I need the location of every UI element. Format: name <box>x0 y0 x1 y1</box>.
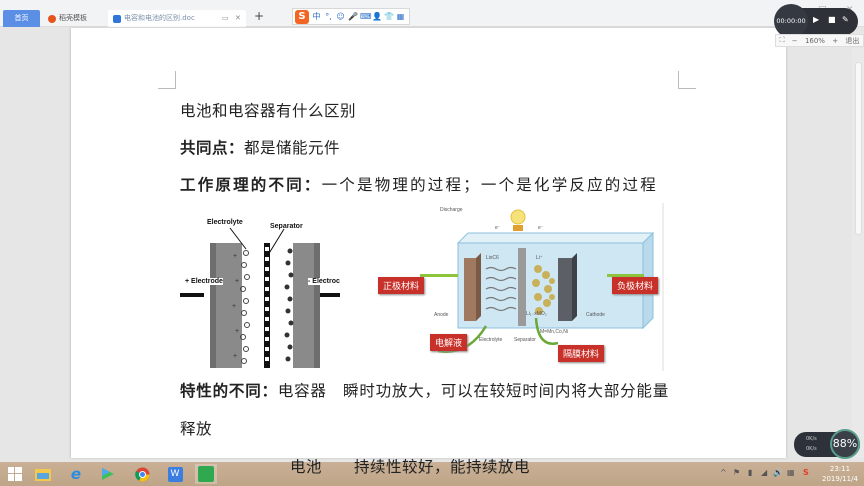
svg-text:+: + <box>233 253 237 260</box>
docer-icon <box>48 14 56 23</box>
video-player-icon[interactable] <box>97 464 119 484</box>
ie-icon[interactable]: e <box>70 465 82 483</box>
svg-text:+: + <box>235 328 239 335</box>
lithium-battery-diagram: Discharge e⁻ e⁻ LixC6 Li⁺ Anode Li₁₋xMO₂… <box>368 203 664 371</box>
label-li-ion: Li⁺ <box>536 255 543 261</box>
upload-speed: 0K/s <box>806 436 817 442</box>
clock-date: 2019/11/4 <box>822 475 858 483</box>
system-clock[interactable]: 23:11 2019/11/4 <box>822 464 858 484</box>
zoom-level[interactable]: 160% <box>804 36 825 45</box>
download-speed: 0K/s <box>806 446 817 452</box>
zoom-control: ⛶ − 160% + 退出 <box>775 34 864 47</box>
exit-button[interactable]: 退出 <box>845 36 860 45</box>
green-app-icon[interactable] <box>195 464 217 484</box>
ime-voice-icon[interactable]: 🎤 <box>348 12 358 21</box>
label-electrolyte: Electrolyte <box>207 219 243 226</box>
zoom-out-button[interactable]: − <box>791 36 798 45</box>
tab-label: 电容和电池的区别.doc <box>124 14 195 22</box>
stop-icon[interactable]: ■ <box>828 15 836 24</box>
label-electron-right: e⁻ <box>538 225 544 231</box>
label-discharge: Discharge <box>440 207 463 213</box>
label-electrolyte: Electrolyte <box>479 337 503 343</box>
tag-negative-material: 负极材料 <box>612 277 659 294</box>
doc-common-line: 共同点：都是储能元件 <box>180 136 340 158</box>
ime-skin-icon[interactable]: 👕 <box>384 12 394 21</box>
property-text: 电容器 瞬时功放大，可以在较短时间内将大部分能量 <box>277 382 670 400</box>
label-lixc6: LixC6 <box>486 255 499 261</box>
common-label: 共同点： <box>180 139 245 157</box>
label-cathode: Cathode <box>586 312 605 318</box>
doc-property-line: 特性的不同：电容器 瞬时功放大，可以在较短时间内将大部分能量 <box>180 379 669 401</box>
recorder-timer: 00:00:00 <box>774 4 808 38</box>
sogou-tray-icon[interactable]: S <box>803 468 809 477</box>
tab-bar: 首页 稻壳模板 电容和电池的区别.doc ▭ ✕ + S 中 °, ☺ 🎤 ⌨ … <box>0 0 864 27</box>
label-negative-electrode: - Electroc <box>308 278 340 285</box>
doc-battery-line: 电池 持续性较好，能持续放电 <box>290 458 531 476</box>
tray-app-icon[interactable]: ▦ <box>787 468 795 477</box>
property-label: 特性的不同： <box>180 382 278 400</box>
tab-label: 稻壳模板 <box>59 14 87 22</box>
sogou-logo-icon[interactable]: S <box>295 9 309 24</box>
label-m-formula: M=Mn,Co,Ni <box>540 329 568 335</box>
battery-icon[interactable]: ▮ <box>748 468 753 477</box>
label-anode: Anode <box>434 312 449 318</box>
capacitor-diagram: +++++ Electrolyte Separator + Electrode … <box>180 213 340 370</box>
svg-text:+: + <box>233 353 237 360</box>
network-icon[interactable]: ◢ <box>761 468 768 477</box>
label-limo2: Li₁₋xMO₂ <box>526 311 547 317</box>
margin-corner-mark <box>678 71 696 89</box>
new-tab-button[interactable]: + <box>254 9 265 23</box>
ime-punct-icon[interactable]: °, <box>325 12 332 21</box>
doc-principle-line: 工作原理的不同：一个是物理的过程；一个是化学反应的过程 <box>180 173 658 195</box>
volume-icon[interactable]: 🔊 <box>773 468 783 477</box>
label-electron-left: e⁻ <box>495 225 501 231</box>
ime-toolbar: S 中 °, ☺ 🎤 ⌨ 👤 👕 ▦ <box>292 8 410 25</box>
start-icon[interactable] <box>4 464 26 484</box>
tab-home[interactable]: 首页 <box>3 10 40 27</box>
tab-document[interactable]: 电容和电池的区别.doc ▭ ✕ <box>108 10 246 27</box>
ime-emoji-icon[interactable]: ☺ <box>336 12 345 21</box>
taskbar: e W ^ ⚑ ▮ ◢ 🔊 ▦ S <box>0 462 864 486</box>
play-icon[interactable]: ▶ <box>813 15 820 24</box>
wps-writer-icon <box>113 14 121 23</box>
svg-text:+: + <box>232 303 236 310</box>
wps-icon[interactable]: W <box>164 464 186 484</box>
network-speed-widget[interactable]: 0K/s 0K/s 88% <box>794 429 860 459</box>
zoom-in-button[interactable]: + <box>832 36 839 45</box>
principle-text: 一个是物理的过程；一个是化学反应的过程 <box>321 176 658 194</box>
ime-user-icon[interactable]: 👤 <box>372 12 382 21</box>
common-text: 都是储能元件 <box>244 139 341 157</box>
ime-keyboard-icon[interactable]: ⌨ <box>360 12 372 21</box>
tag-positive-material: 正极材料 <box>378 277 425 294</box>
ime-toolbox-icon[interactable]: ▦ <box>396 12 405 21</box>
tag-electrolyte: 电解液 <box>430 334 468 351</box>
label-separator: Separator <box>270 223 303 230</box>
margin-corner-mark <box>158 71 176 89</box>
action-center-flag-icon[interactable]: ⚑ <box>733 468 741 477</box>
principle-label: 工作原理的不同： <box>180 176 322 194</box>
tab-docer[interactable]: 稻壳模板 <box>43 10 106 27</box>
tag-separator-material: 隔膜材料 <box>558 345 605 362</box>
pen-icon[interactable]: ✎ <box>842 15 849 24</box>
tray-expand-icon[interactable]: ^ <box>720 468 727 477</box>
label-separator: Separator <box>514 337 536 343</box>
chrome-icon[interactable] <box>131 464 153 484</box>
close-tab-icon[interactable]: ✕ <box>235 14 241 22</box>
svg-text:+: + <box>235 278 239 285</box>
doc-property-continued: 释放 <box>180 420 213 438</box>
ime-lang-icon[interactable]: 中 <box>312 12 321 21</box>
memory-usage-gauge: 88% <box>830 429 860 459</box>
label-positive-electrode: + Electrode <box>185 278 223 285</box>
file-explorer-icon[interactable] <box>32 464 54 484</box>
pin-icon[interactable]: ▭ <box>222 14 229 22</box>
scrollbar-thumb[interactable] <box>855 62 862 235</box>
fullscreen-icon[interactable]: ⛶ <box>779 36 785 44</box>
doc-title: 电池和电容器有什么区别 <box>180 102 357 120</box>
clock-time: 23:11 <box>829 465 851 473</box>
